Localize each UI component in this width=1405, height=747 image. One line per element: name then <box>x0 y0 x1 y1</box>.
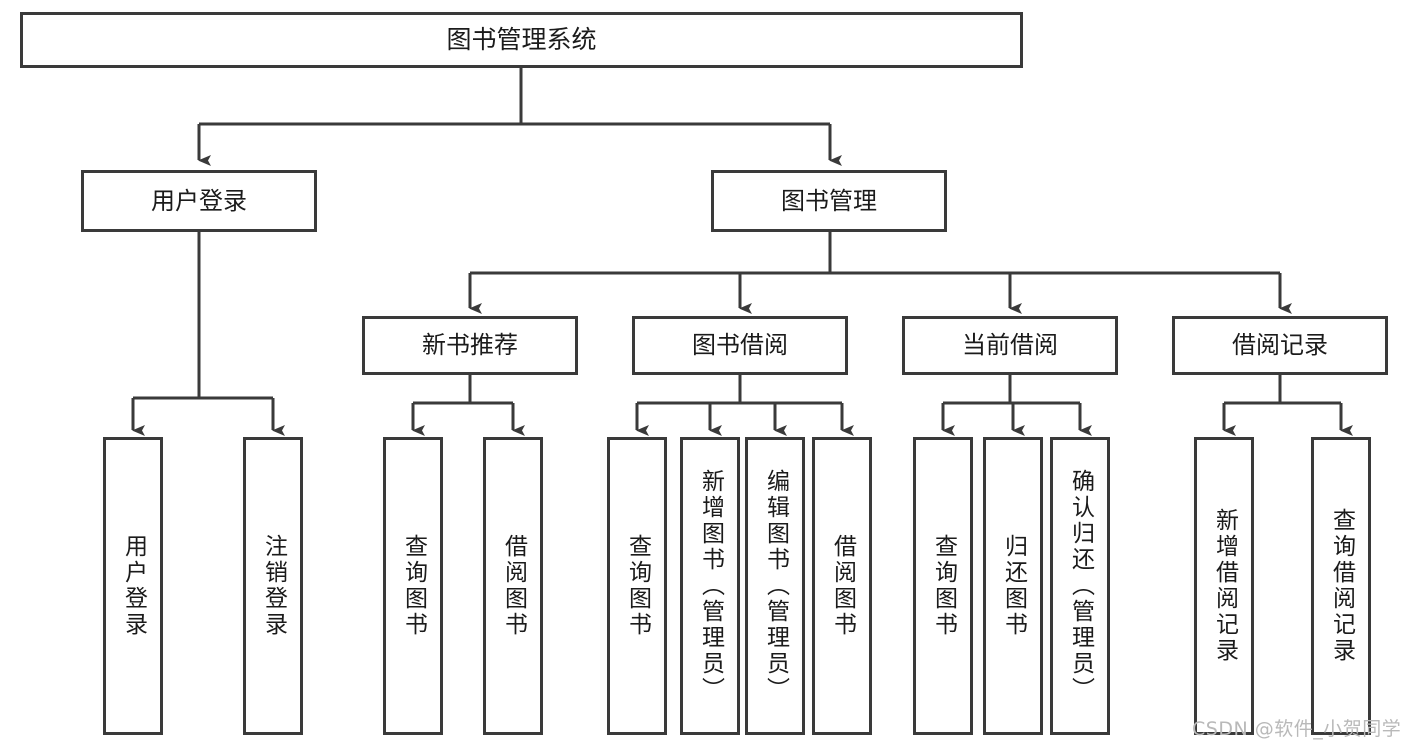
leaf-current-return-book[interactable]: 归还图书 <box>983 437 1043 735</box>
node-user-login[interactable]: 用户登录 <box>81 170 317 232</box>
node-label: 归还图书 <box>1000 534 1027 638</box>
leaf-borrow-query-book[interactable]: 查询图书 <box>607 437 667 735</box>
node-label: 注销登录 <box>260 534 287 638</box>
node-root-book-management-system[interactable]: 图书管理系统 <box>20 12 1023 68</box>
node-label: 图书管理 <box>781 186 877 215</box>
leaf-user-login[interactable]: 用户登录 <box>103 437 163 735</box>
node-book-management[interactable]: 图书管理 <box>711 170 947 232</box>
node-book-borrow[interactable]: 图书借阅 <box>632 316 848 375</box>
node-label: 图书借阅 <box>692 331 788 360</box>
leaf-record-add-borrow-record[interactable]: 新增借阅记录 <box>1194 437 1254 735</box>
node-new-book-recommend[interactable]: 新书推荐 <box>362 316 578 375</box>
node-label: 查询图书 <box>930 534 957 638</box>
node-label: 用户登录 <box>120 534 147 638</box>
leaf-current-query-book[interactable]: 查询图书 <box>913 437 973 735</box>
node-label: 用户登录 <box>151 186 247 215</box>
node-label: 借阅图书 <box>500 534 527 638</box>
node-label: 查询借阅记录 <box>1328 508 1355 664</box>
node-label: 查询图书 <box>624 534 651 638</box>
node-label: 确认归还（管理员） <box>1067 469 1094 703</box>
node-label: 新书推荐 <box>422 331 518 360</box>
node-label: 新增借阅记录 <box>1211 508 1238 664</box>
node-borrow-record[interactable]: 借阅记录 <box>1172 316 1388 375</box>
node-label: 当前借阅 <box>962 331 1058 360</box>
leaf-borrow-add-book-admin[interactable]: 新增图书（管理员） <box>680 437 740 735</box>
node-label: 借阅记录 <box>1232 331 1328 360</box>
leaf-user-logout[interactable]: 注销登录 <box>243 437 303 735</box>
leaf-current-confirm-return-admin[interactable]: 确认归还（管理员） <box>1050 437 1110 735</box>
node-current-borrow[interactable]: 当前借阅 <box>902 316 1118 375</box>
leaf-recommend-borrow-book[interactable]: 借阅图书 <box>483 437 543 735</box>
node-label: 图书管理系统 <box>446 25 597 54</box>
leaf-borrow-borrow-book[interactable]: 借阅图书 <box>812 437 872 735</box>
csdn-watermark: CSDN @软件_小贺同学 <box>1192 718 1402 740</box>
leaf-record-query-borrow-record[interactable]: 查询借阅记录 <box>1311 437 1371 735</box>
node-label: 编辑图书（管理员） <box>762 469 789 703</box>
leaf-recommend-query-book[interactable]: 查询图书 <box>383 437 443 735</box>
leaf-borrow-edit-book-admin[interactable]: 编辑图书（管理员） <box>745 437 805 735</box>
node-label: 借阅图书 <box>829 534 856 638</box>
node-label: 查询图书 <box>400 534 427 638</box>
node-label: 新增图书（管理员） <box>697 469 724 703</box>
